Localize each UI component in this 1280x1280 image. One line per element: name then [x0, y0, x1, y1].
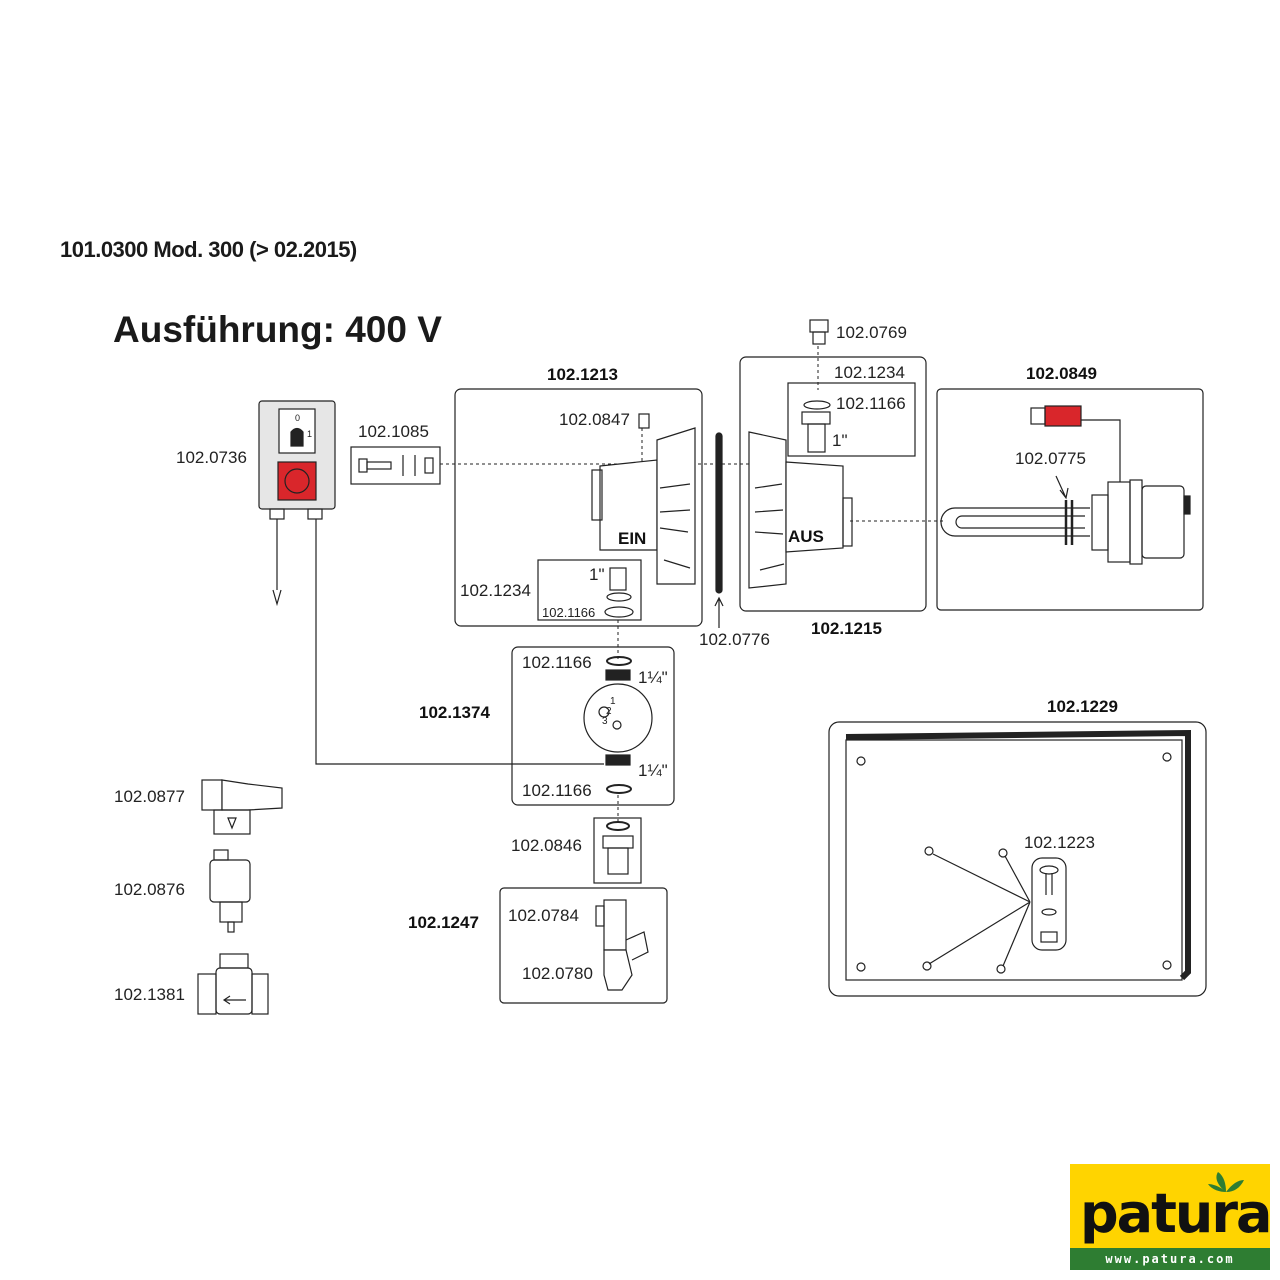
logo-bar [1070, 1248, 1270, 1270]
rear-housing-drawing [739, 319, 927, 612]
size-inch-114-bottom: 1¼" [638, 761, 668, 780]
variant-title: Ausführung: 400 V [113, 309, 442, 350]
valve-group-drawing [499, 887, 668, 1004]
part-accessory-3: 102.1381 [114, 985, 185, 1004]
size-inch-114-top: 1¼" [638, 668, 668, 687]
part-accessory-2: 102.0876 [114, 880, 185, 899]
size-inch-1-rear: 1" [832, 431, 848, 450]
gasket-drawing [714, 432, 724, 628]
pump-mark-1: 1 [610, 696, 616, 707]
part-pump: 102.1374 [419, 703, 490, 722]
part-air-valve: 102.0847 [559, 410, 630, 429]
pump-drawing [511, 646, 675, 806]
part-sensor-rear: 102.1234 [834, 363, 905, 382]
part-plug: 102.0769 [836, 323, 907, 342]
part-switch-box: 102.0736 [176, 448, 247, 467]
union-drawing [593, 817, 642, 884]
switch-box-drawing [258, 400, 604, 765]
part-cover: 102.1229 [1047, 697, 1118, 716]
marking-aus: AUS [788, 527, 824, 546]
part-ring-rear: 102.1166 [836, 394, 906, 413]
switch-mark-0: 0 [295, 413, 301, 423]
part-bolt-set: 102.1085 [358, 422, 429, 441]
part-heater: 102.0849 [1026, 364, 1097, 383]
part-accessory-1: 102.0877 [114, 787, 185, 806]
patura-logo: patura www.patura.com [1070, 1164, 1272, 1270]
switch-mark-1: 1 [307, 429, 313, 439]
accessory-drawings [197, 779, 283, 1015]
marking-ein: EIN [618, 529, 647, 548]
part-union: 102.0846 [511, 836, 582, 855]
model-title: 101.0300 Mod. 300 (> 02.2015) [60, 237, 357, 262]
part-valve-group: 102.1247 [408, 913, 479, 932]
part-pump-ring-bottom: 102.1166 [522, 781, 592, 800]
bolt-set-drawing [350, 446, 441, 485]
heater-drawing [936, 388, 1204, 611]
pump-mark-3: 3 [602, 716, 608, 727]
pump-mark-2: 2 [606, 706, 612, 717]
part-rear-housing: 102.1215 [811, 619, 882, 638]
part-drain: 102.0780 [522, 964, 593, 983]
part-heater-ring: 102.0775 [1015, 449, 1086, 468]
part-front-housing: 102.1213 [547, 365, 618, 384]
leaf-icon [1208, 1172, 1244, 1192]
part-sensor-front: 102.1234 [460, 581, 531, 600]
size-inch-1: 1" [589, 565, 605, 584]
part-cover-screw: 102.1223 [1024, 833, 1095, 852]
part-ring-front: 102.1166 [542, 605, 596, 620]
part-gasket: 102.0776 [699, 630, 770, 649]
logo-url: www.patura.com [1105, 1252, 1235, 1266]
front-housing-drawing [454, 388, 703, 627]
logo-word: patura [1080, 1182, 1272, 1245]
cover-drawing [828, 721, 1207, 997]
part-tee: 102.0784 [508, 906, 579, 925]
part-pump-ring-top: 102.1166 [522, 653, 592, 672]
